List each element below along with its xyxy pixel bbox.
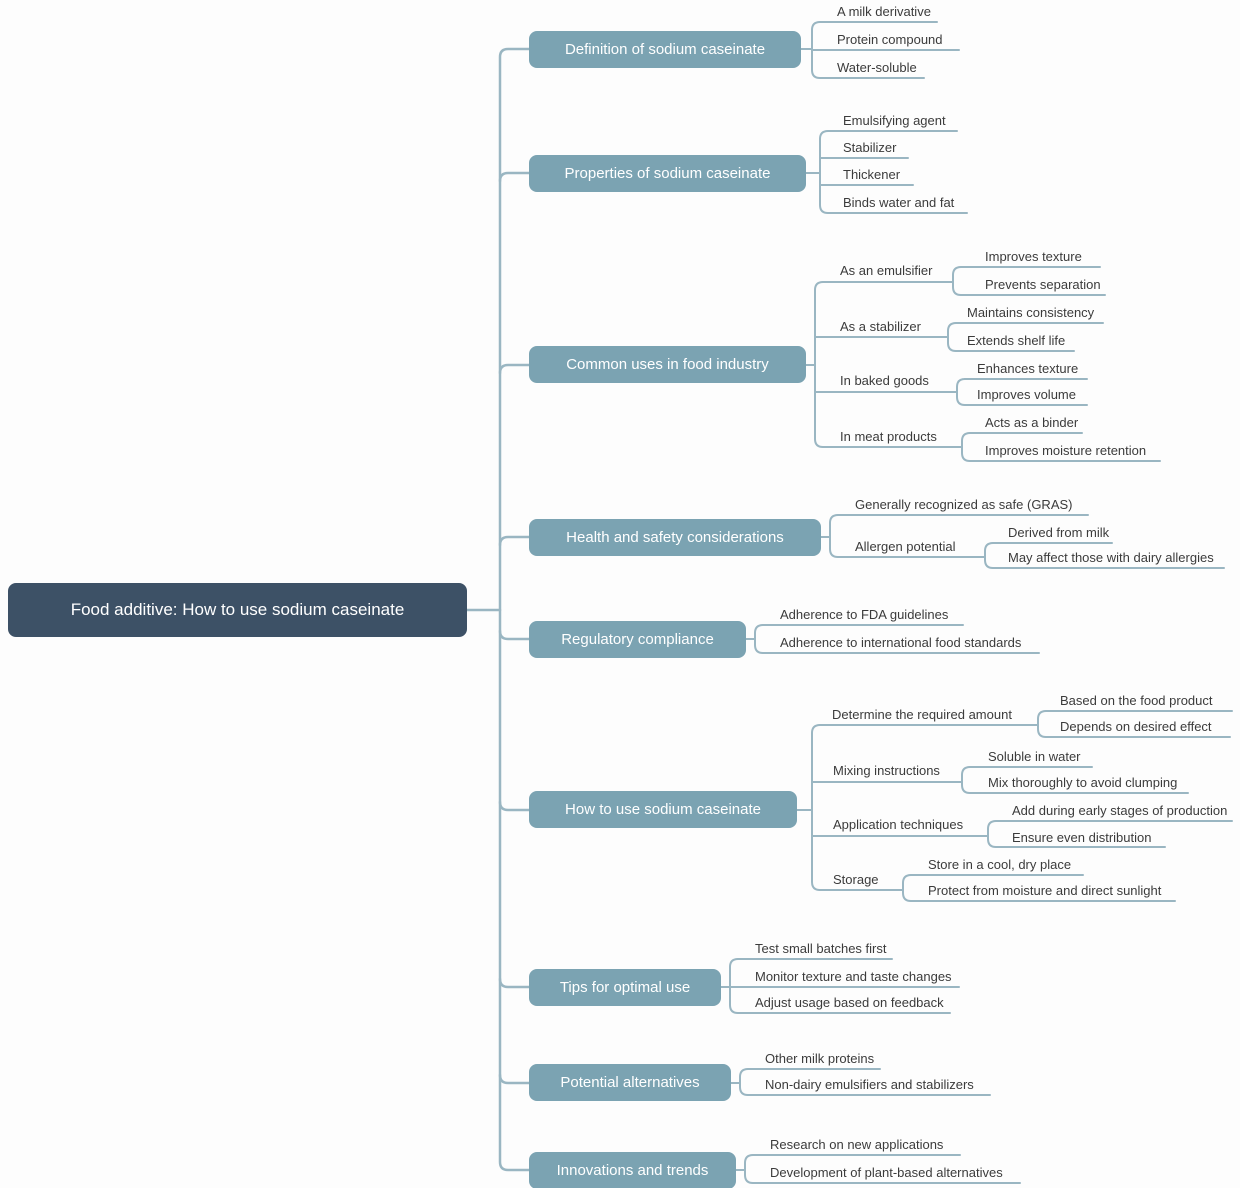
- node-in-baked-goods[interactable]: In baked goods: [840, 373, 929, 388]
- alternatives-edges: [730, 1068, 991, 1096]
- branch-health-safety[interactable]: Health and safety considerations: [529, 519, 821, 556]
- node-adjust-usage-feedback[interactable]: Adjust usage based on feedback: [755, 995, 944, 1010]
- innovations-edges: [735, 1154, 1021, 1184]
- node-binds-water-and-fat[interactable]: Binds water and fat: [843, 195, 955, 210]
- trunk-edges: [465, 47, 531, 1172]
- node-based-on-food-product[interactable]: Based on the food product: [1060, 693, 1213, 708]
- node-derived-from-milk[interactable]: Derived from milk: [1008, 525, 1110, 540]
- branch-properties[interactable]: Properties of sodium caseinate: [529, 155, 806, 192]
- node-soluble-in-water[interactable]: Soluble in water: [988, 749, 1081, 764]
- node-mixing-instructions[interactable]: Mixing instructions: [833, 763, 940, 778]
- node-as-a-stabilizer[interactable]: As a stabilizer: [840, 319, 921, 334]
- node-protein-compound[interactable]: Protein compound: [837, 32, 943, 47]
- node-determine-required-amount[interactable]: Determine the required amount: [832, 707, 1012, 722]
- definition-edges: [800, 21, 960, 79]
- node-research-new-applications[interactable]: Research on new applications: [770, 1137, 944, 1152]
- node-depends-on-desired-effect[interactable]: Depends on desired effect: [1060, 719, 1212, 734]
- node-a-milk-derivative[interactable]: A milk derivative: [837, 4, 931, 19]
- health-safety-edges: [820, 514, 1225, 569]
- node-international-standards[interactable]: Adherence to international food standard…: [780, 635, 1022, 650]
- node-test-small-batches[interactable]: Test small batches first: [755, 941, 887, 956]
- node-other-milk-proteins[interactable]: Other milk proteins: [765, 1051, 875, 1066]
- node-improves-moisture-retention[interactable]: Improves moisture retention: [985, 443, 1147, 458]
- branch-tips[interactable]: Tips for optimal use: [529, 969, 721, 1006]
- node-storage[interactable]: Storage: [833, 872, 879, 887]
- node-enhances-texture[interactable]: Enhances texture: [977, 361, 1079, 376]
- node-store-cool-dry[interactable]: Store in a cool, dry place: [928, 857, 1072, 872]
- node-improves-volume[interactable]: Improves volume: [977, 387, 1076, 402]
- node-stabilizer[interactable]: Stabilizer: [843, 140, 897, 155]
- node-as-an-emulsifier[interactable]: As an emulsifier: [840, 263, 933, 278]
- node-maintains-consistency[interactable]: Maintains consistency: [967, 305, 1095, 320]
- branch-how-to-use[interactable]: How to use sodium caseinate: [529, 791, 797, 828]
- branch-definition[interactable]: Definition of sodium caseinate: [529, 31, 801, 68]
- node-plant-based-alternatives[interactable]: Development of plant-based alternatives: [770, 1165, 1003, 1180]
- branch-alternatives[interactable]: Potential alternatives: [529, 1064, 731, 1101]
- node-protect-from-moisture[interactable]: Protect from moisture and direct sunligh…: [928, 883, 1162, 898]
- node-water-soluble[interactable]: Water-soluble: [837, 60, 917, 75]
- node-monitor-texture-taste[interactable]: Monitor texture and taste changes: [755, 969, 952, 984]
- node-prevents-separation[interactable]: Prevents separation: [985, 277, 1101, 292]
- node-application-techniques[interactable]: Application techniques: [833, 817, 964, 832]
- tips-edges: [720, 958, 960, 1014]
- node-allergen-potential[interactable]: Allergen potential: [855, 539, 956, 554]
- node-gras[interactable]: Generally recognized as safe (GRAS): [855, 497, 1073, 512]
- node-may-affect-dairy-allergies[interactable]: May affect those with dairy allergies: [1008, 550, 1214, 565]
- node-emulsifying-agent[interactable]: Emulsifying agent: [843, 113, 946, 128]
- node-ensure-even-distribution[interactable]: Ensure even distribution: [1012, 830, 1152, 845]
- root-node[interactable]: Food additive: How to use sodium caseina…: [8, 583, 467, 637]
- node-fda-guidelines[interactable]: Adherence to FDA guidelines: [780, 607, 949, 622]
- regulatory-edges: [745, 624, 1040, 654]
- properties-edges: [805, 130, 968, 214]
- node-extends-shelf-life[interactable]: Extends shelf life: [967, 333, 1066, 348]
- node-acts-as-a-binder[interactable]: Acts as a binder: [985, 415, 1079, 430]
- branch-regulatory[interactable]: Regulatory compliance: [529, 621, 746, 658]
- node-improves-texture[interactable]: Improves texture: [985, 249, 1082, 264]
- node-thickener[interactable]: Thickener: [843, 167, 901, 182]
- common-uses-edges: [805, 266, 1161, 462]
- branch-common-uses[interactable]: Common uses in food industry: [529, 346, 806, 383]
- how-to-use-edges: [796, 710, 1233, 902]
- branch-innovations[interactable]: Innovations and trends: [529, 1152, 736, 1188]
- node-add-during-early-stages[interactable]: Add during early stages of production: [1012, 803, 1228, 818]
- node-non-dairy-emulsifiers[interactable]: Non-dairy emulsifiers and stabilizers: [765, 1077, 974, 1092]
- node-in-meat-products[interactable]: In meat products: [840, 429, 937, 444]
- node-mix-thoroughly[interactable]: Mix thoroughly to avoid clumping: [988, 775, 1178, 790]
